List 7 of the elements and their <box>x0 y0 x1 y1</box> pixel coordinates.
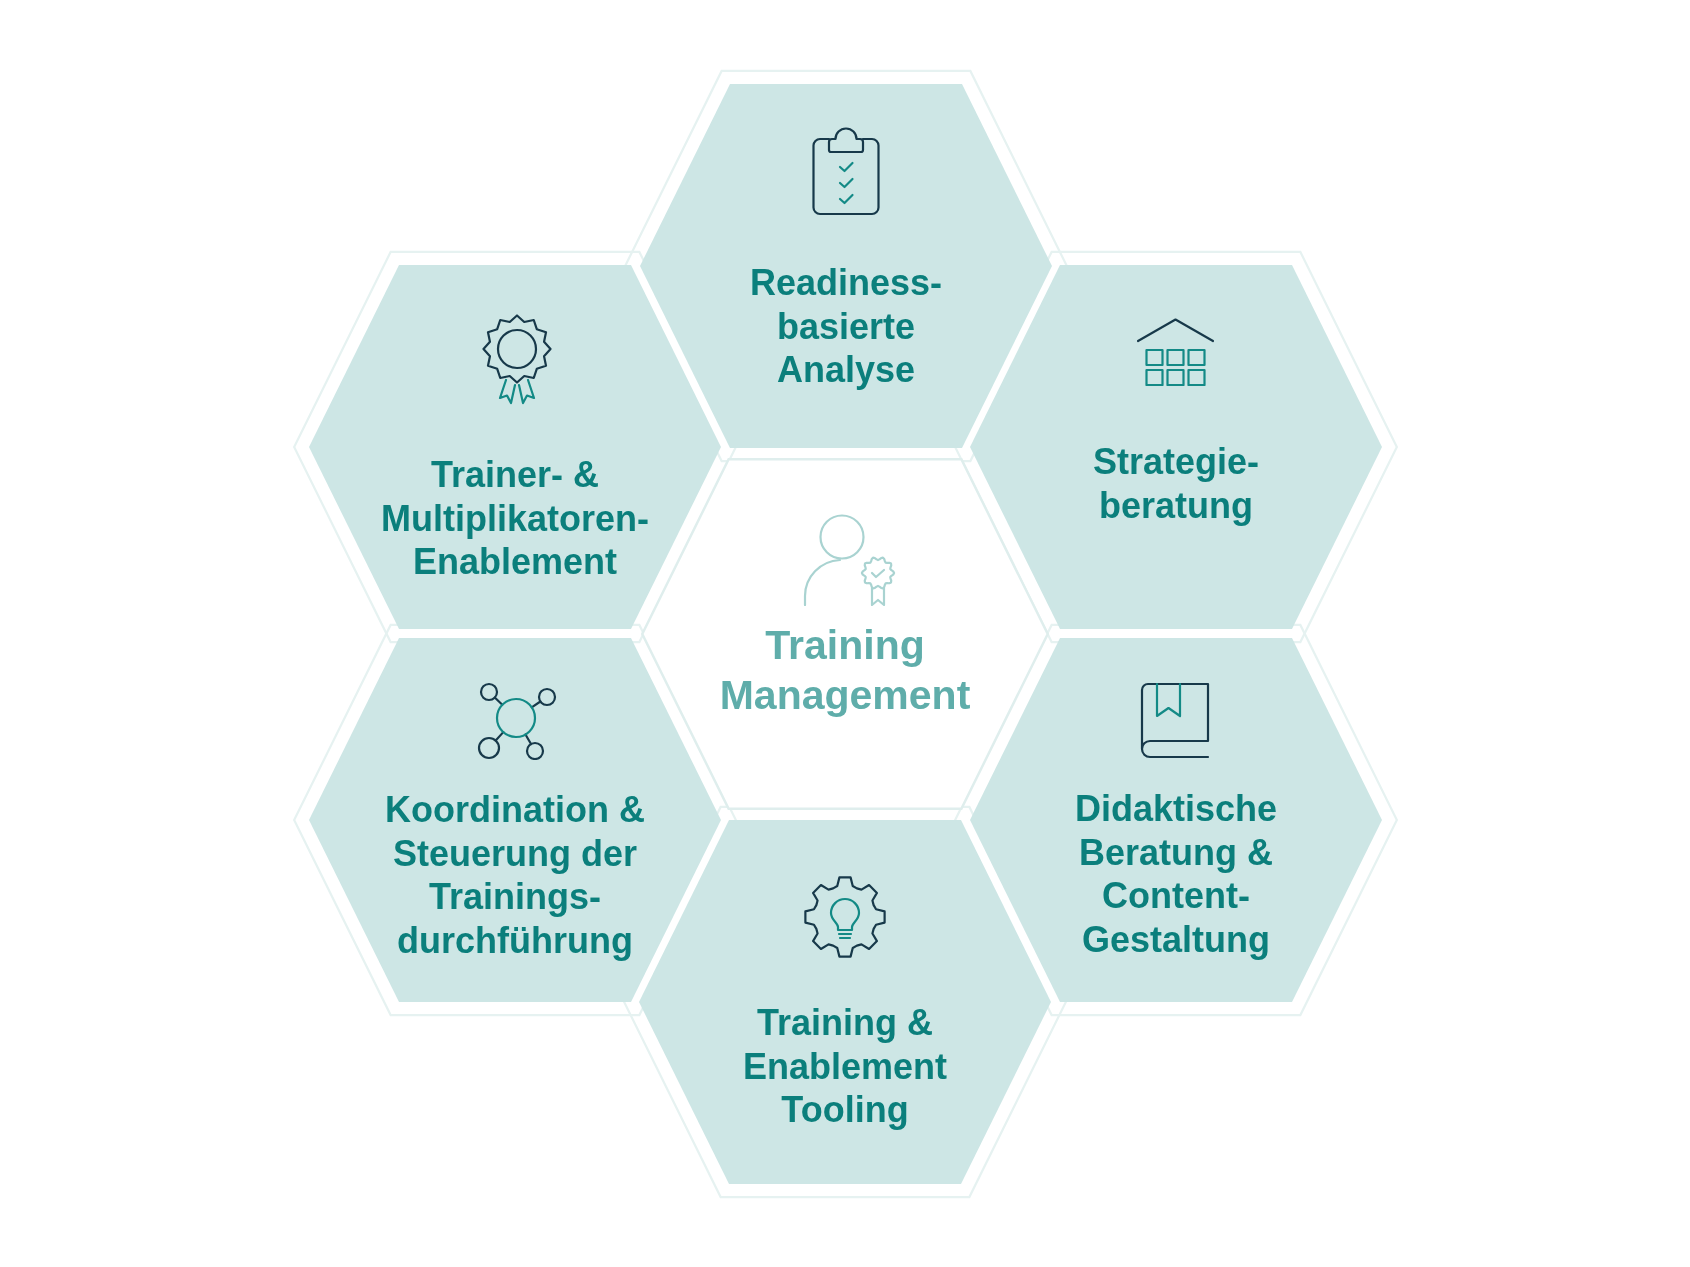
tile-label: Koordination & Steuerung der Trainings- durchführung <box>384 787 646 963</box>
tile-label: Strategie- beratung <box>1091 440 1260 528</box>
tile-label: Training & Enablement Tooling <box>741 1000 948 1132</box>
tile-label: Training Management <box>718 621 972 720</box>
tile-label: Didaktische Beratung & Content- Gestaltung <box>1073 786 1279 962</box>
tile-label: Trainer- & Multiplikatoren- Enablement <box>380 452 650 584</box>
tile-label: Readiness- basierte Analyse <box>748 260 944 392</box>
